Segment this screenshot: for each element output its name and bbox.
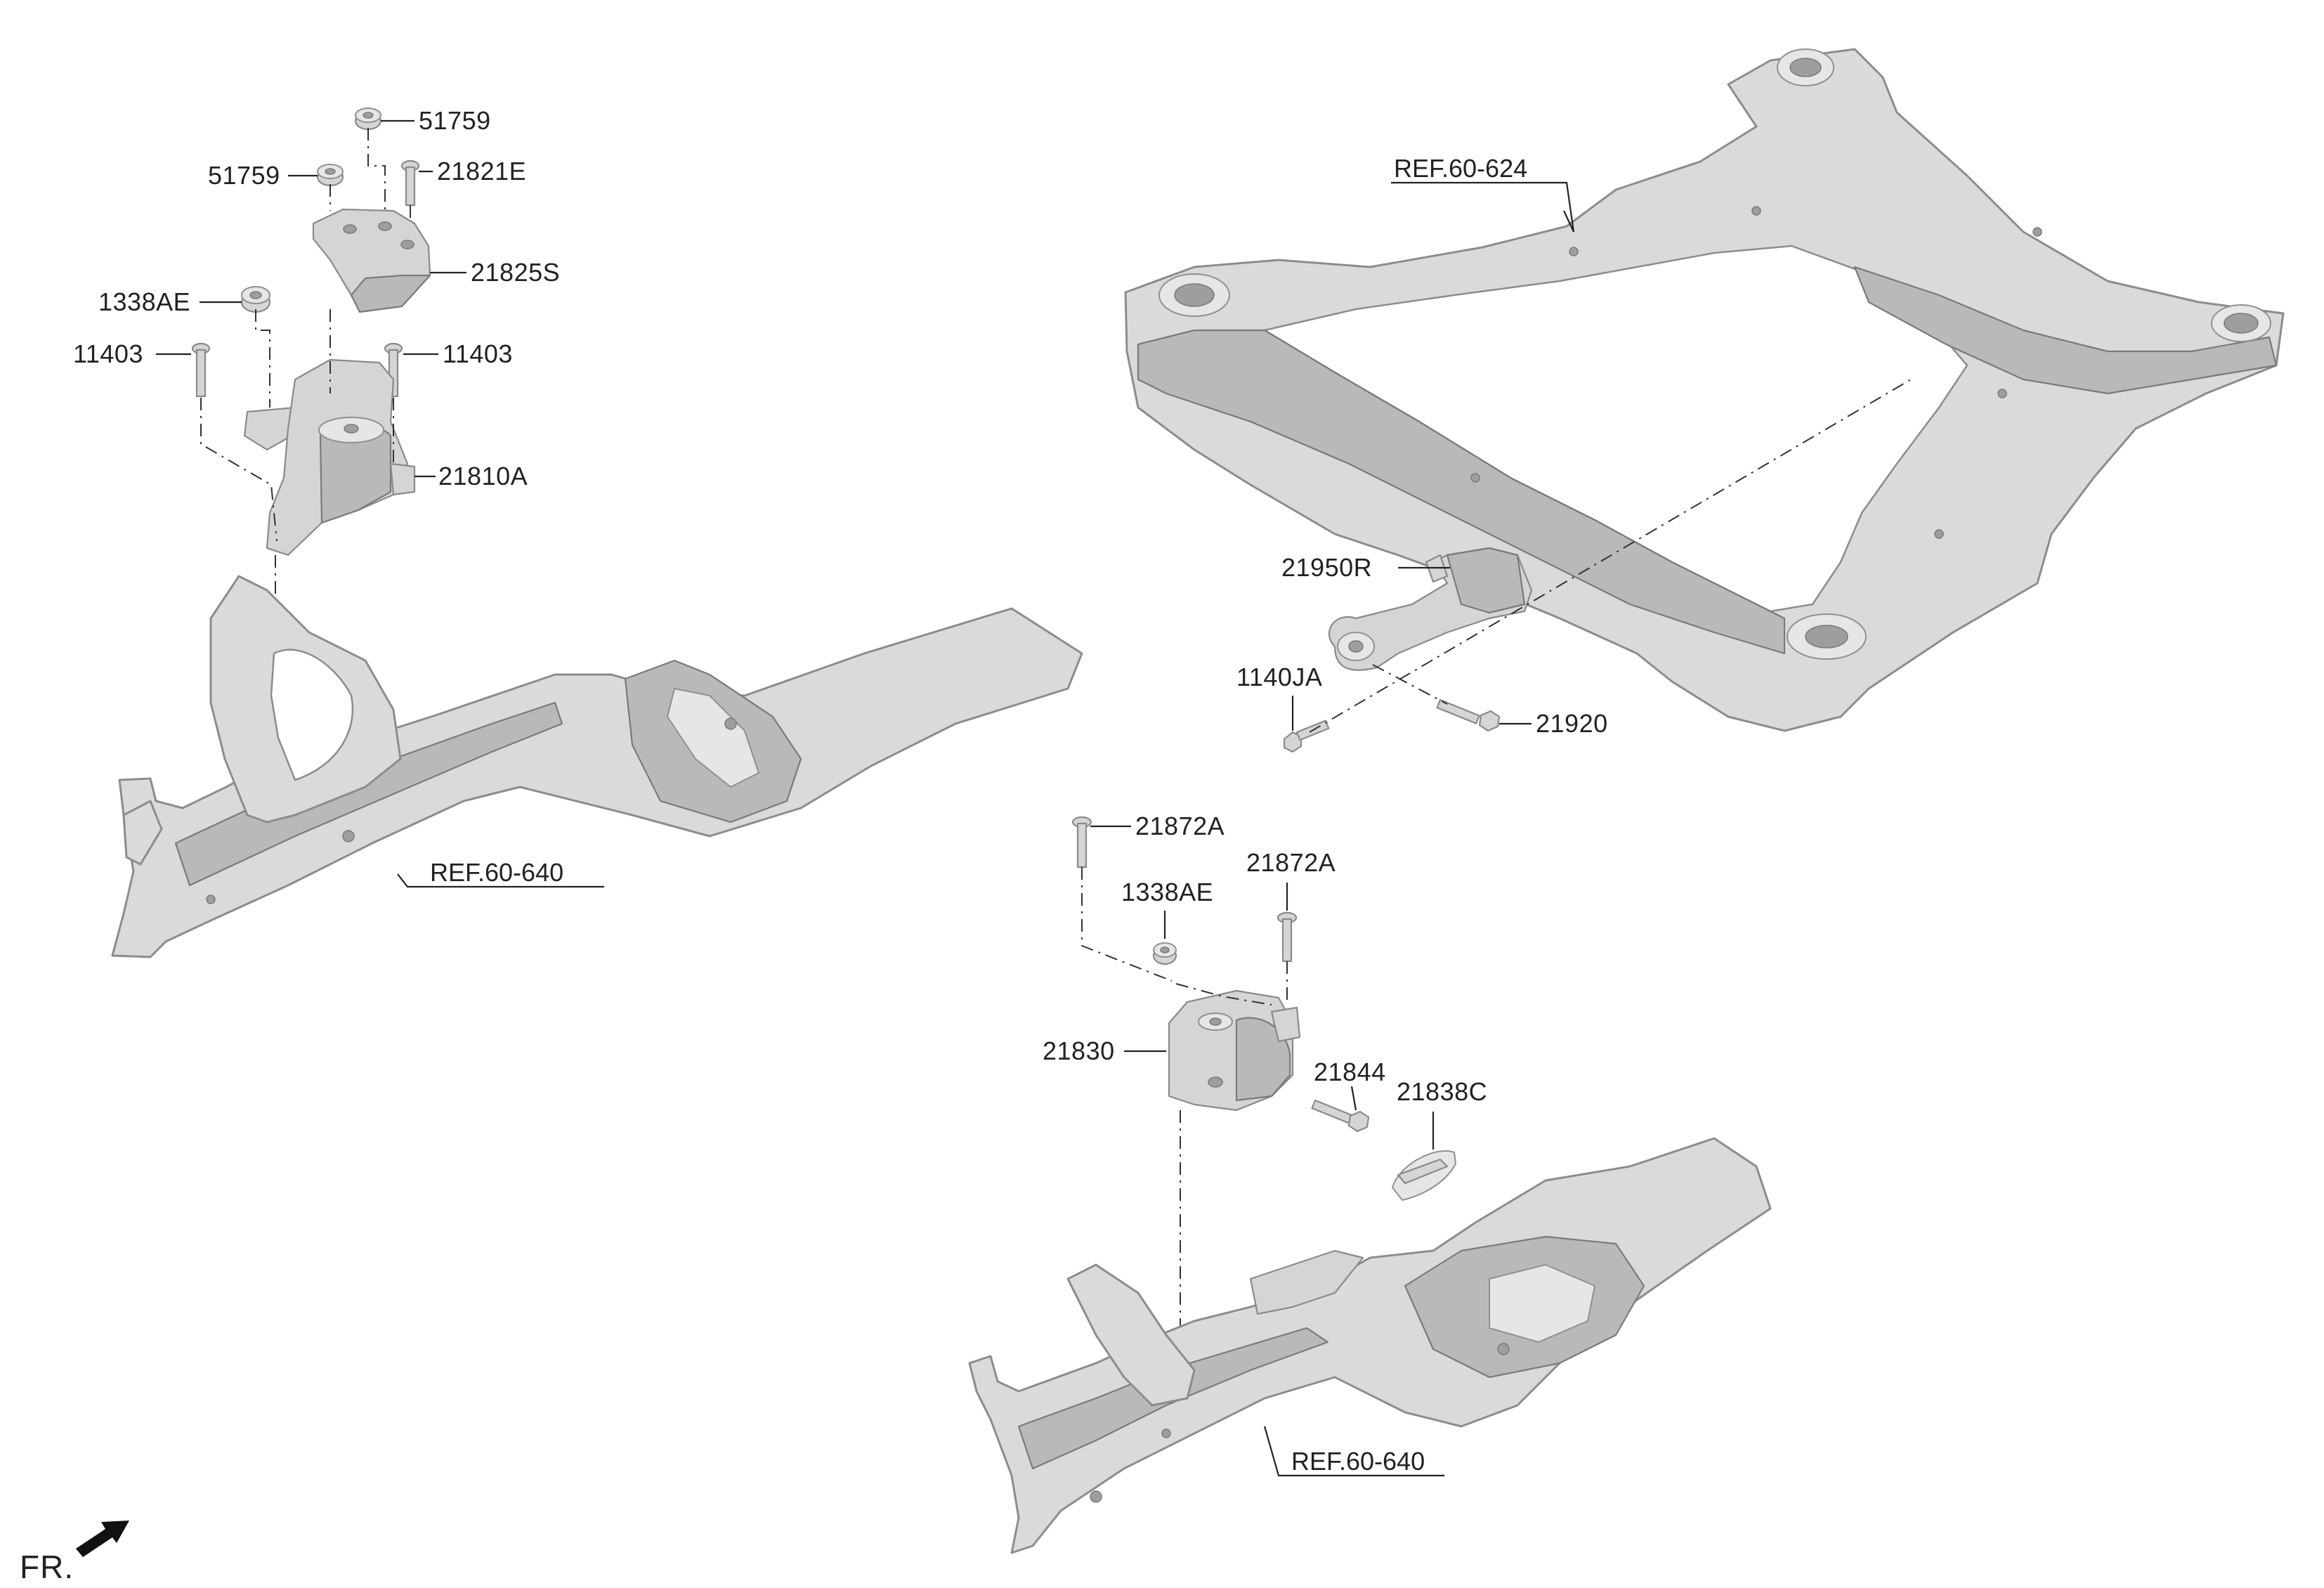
left-engine-mount-group bbox=[191, 108, 431, 773]
roll-rod-21950R-part bbox=[1328, 547, 1533, 671]
bracket-21825S-part bbox=[312, 208, 431, 313]
leader-lines bbox=[156, 119, 1575, 1477]
nut-51759-top-part bbox=[354, 108, 382, 131]
bolt-21821E-part bbox=[400, 160, 420, 207]
nut-51759-left-part bbox=[316, 164, 344, 187]
left-side-member-part bbox=[111, 575, 1083, 958]
callout-1338AE-bottom: 1338AE bbox=[1121, 878, 1213, 906]
callout-21920: 21920 bbox=[1536, 709, 1608, 738]
callout-1140JA: 1140JA bbox=[1236, 663, 1322, 691]
callout-labels: 51759 51759 21821E 21825S 1338AE 11403 1… bbox=[73, 106, 1608, 1106]
front-label: FR. bbox=[20, 1549, 74, 1585]
front-direction-indicator: FR. bbox=[20, 1521, 129, 1585]
bolt-1140JA-part bbox=[1283, 720, 1330, 753]
bolt-21844-part bbox=[1311, 1099, 1370, 1133]
callout-11403-right: 11403 bbox=[443, 339, 513, 368]
ref-rail-right-label: REF.60-640 bbox=[1291, 1447, 1425, 1476]
callout-21950R: 21950R bbox=[1281, 553, 1372, 582]
nut-1338AE-bottom-part bbox=[1152, 942, 1177, 965]
cover-21838C-part bbox=[1392, 1150, 1456, 1201]
subframe-crossmember-part bbox=[1124, 48, 2285, 732]
bolt-11403-left-part bbox=[191, 342, 211, 398]
front-direction-arrow-icon bbox=[76, 1521, 129, 1557]
reference-labels: REF.60-624 REF.60-640 REF.60-640 bbox=[430, 154, 1527, 1476]
callout-1338AE-top: 1338AE bbox=[98, 287, 190, 316]
ref-rail-left-label: REF.60-640 bbox=[430, 858, 563, 887]
callout-21872A-left: 21872A bbox=[1135, 812, 1225, 840]
callout-51759-left: 51759 bbox=[208, 161, 280, 190]
mount-21810A-part bbox=[243, 358, 416, 557]
callout-21821E: 21821E bbox=[437, 157, 526, 186]
bolt-21872A-left-part bbox=[1071, 816, 1092, 868]
bolt-21920-part bbox=[1436, 698, 1501, 732]
callout-21872A-right: 21872A bbox=[1246, 848, 1336, 877]
callout-21844: 21844 bbox=[1314, 1057, 1386, 1086]
callout-11403-left: 11403 bbox=[73, 339, 143, 368]
right-engine-mount-group bbox=[1071, 816, 1456, 1377]
callout-21830: 21830 bbox=[1043, 1036, 1115, 1065]
mount-21830-part bbox=[1168, 989, 1301, 1112]
bolt-21872A-right-part bbox=[1277, 911, 1298, 963]
callout-21810A: 21810A bbox=[438, 462, 528, 490]
nut-1338AE-top-part bbox=[240, 286, 271, 313]
right-side-member-part bbox=[968, 1137, 1772, 1554]
callout-21825S: 21825S bbox=[471, 258, 560, 287]
callout-51759-top: 51759 bbox=[419, 106, 491, 135]
ref-subframe-label: REF.60-624 bbox=[1394, 154, 1527, 183]
callout-21838C: 21838C bbox=[1397, 1077, 1487, 1106]
